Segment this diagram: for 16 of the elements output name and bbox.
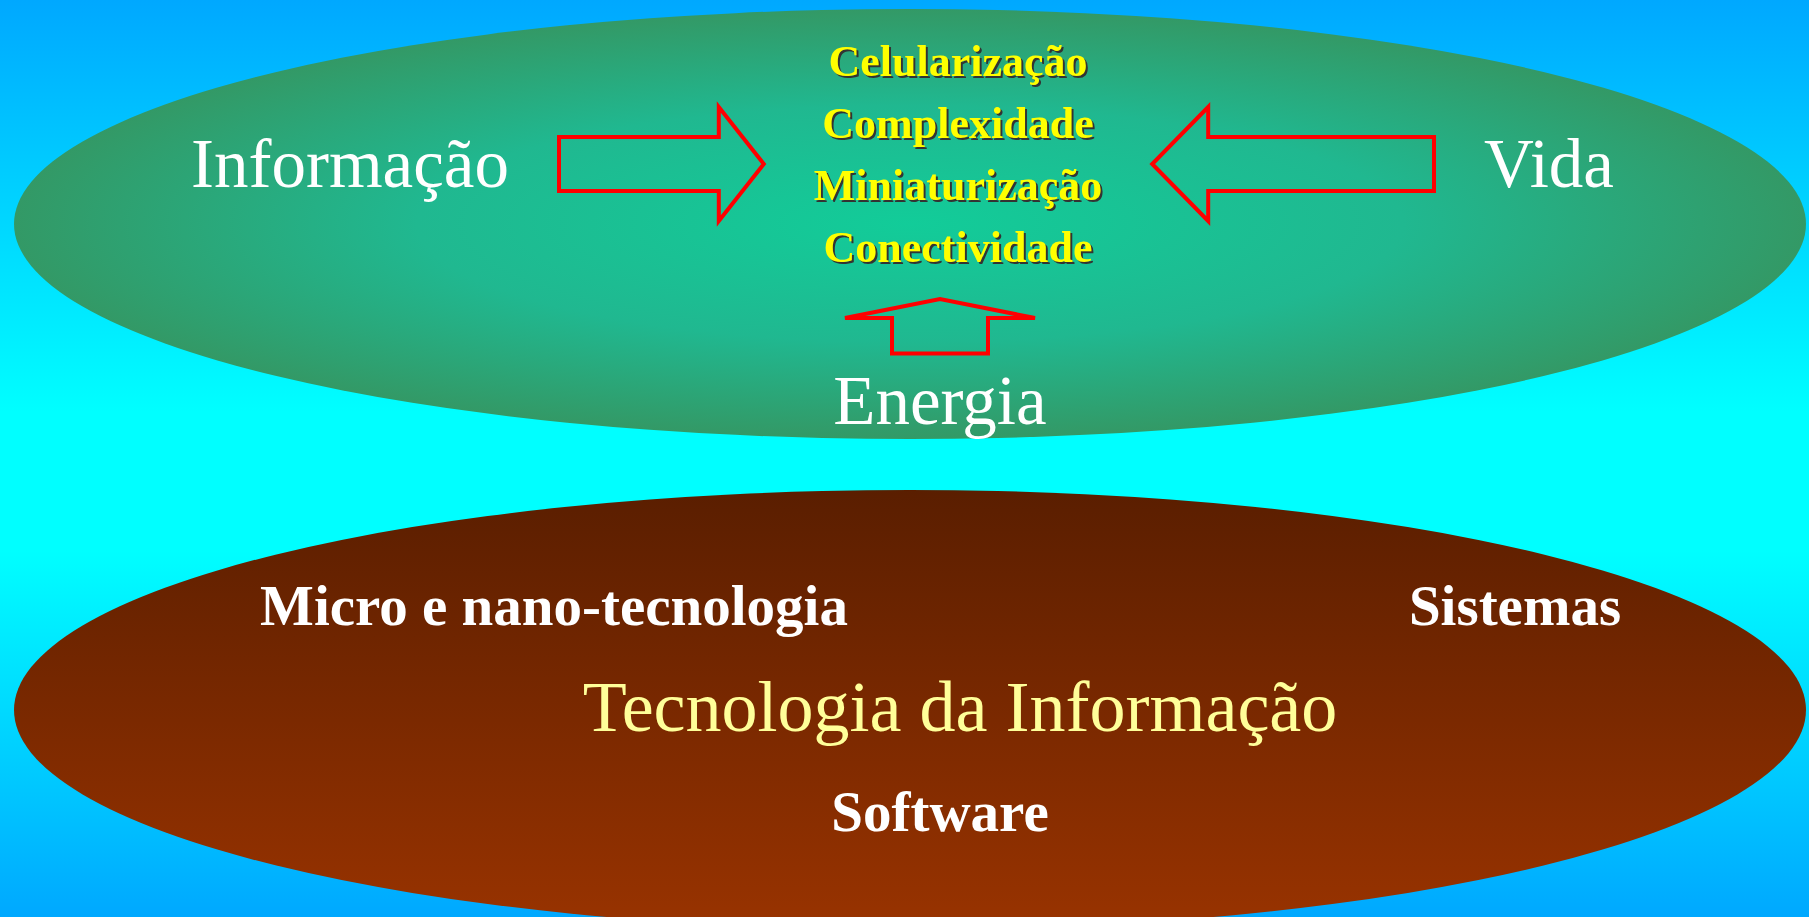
ellipse-region — [14, 490, 1806, 917]
node-label: Micro e nano-tecnologia — [260, 572, 848, 638]
node-label: Tecnologia da Informação — [582, 665, 1338, 749]
node-label: Vida — [1484, 124, 1614, 204]
block-arrow — [1149, 102, 1436, 226]
block-arrow — [843, 296, 1037, 356]
list-item-text: Conectividade — [822, 222, 1094, 274]
node-label: Sistemas — [1408, 572, 1622, 638]
node-label: Informação — [191, 124, 509, 204]
node-label: Energia — [833, 361, 1047, 441]
list-item-text: Miniaturização — [813, 160, 1103, 212]
list-item-text: Celularização — [827, 36, 1089, 88]
block-arrow — [557, 101, 767, 227]
list-item-text: Complexidade — [821, 98, 1095, 150]
node-label: Software — [831, 778, 1049, 844]
ellipse-region — [14, 9, 1806, 439]
